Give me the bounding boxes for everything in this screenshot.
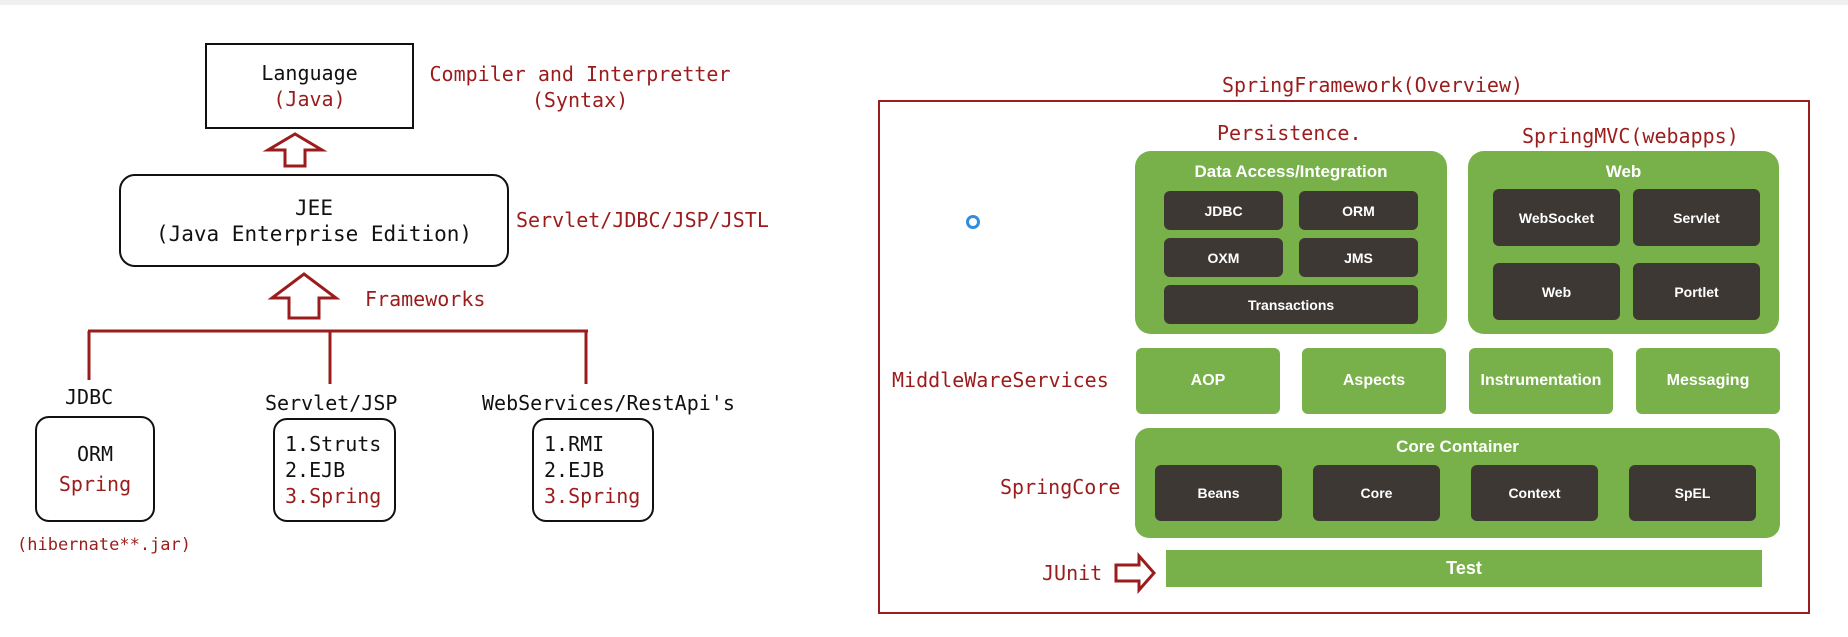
branch-servlet-box: 1.Struts 2.EJB 3.Spring: [273, 418, 396, 522]
jee-label: JEE: [295, 195, 333, 220]
hibernate-footnote: (hibernate**.jar): [17, 535, 191, 555]
module-core: Core: [1313, 465, 1440, 521]
branch-webservices-label: WebServices/RestApi's: [482, 391, 735, 415]
data-access-title: Data Access/Integration: [1194, 162, 1388, 181]
language-label: Language: [261, 61, 358, 85]
jee-note: Servlet/JDBC/JSP/JSTL: [516, 208, 769, 232]
arrow-up-icon: [262, 132, 328, 168]
persistence-label: Persistence.: [1217, 121, 1362, 145]
module-portlet: Portlet: [1633, 263, 1760, 320]
module-servlet: Servlet: [1633, 189, 1760, 246]
module-oxm: OXM: [1164, 238, 1283, 277]
branch-webservices-box: 1.RMI 2.EJB 3.Spring: [532, 418, 654, 522]
test-bar: Test: [1166, 550, 1762, 587]
junit-label: JUnit: [1042, 561, 1103, 585]
module-aspects: Aspects: [1302, 348, 1446, 414]
web-title: Web: [1605, 162, 1642, 181]
top-strip: [0, 0, 1848, 5]
arrow-right-icon: [1114, 552, 1157, 594]
list-item: 2.EJB: [544, 458, 605, 482]
spring-overview-frame: [878, 100, 1810, 614]
module-context: Context: [1471, 465, 1598, 521]
spring-overview-title: SpringFramework(Overview): [1222, 73, 1524, 97]
arrow-up-icon: [267, 272, 341, 320]
module-web: Web: [1493, 263, 1620, 320]
spring-item: Spring: [58, 472, 132, 496]
module-aop: AOP: [1136, 348, 1280, 414]
list-item: 3.Spring: [544, 484, 641, 508]
module-jdbc: JDBC: [1164, 191, 1283, 230]
module-beans: Beans: [1155, 465, 1282, 521]
branch-servlet-label: Servlet/JSP: [265, 391, 398, 415]
springmvc-label: SpringMVC(webapps): [1522, 124, 1739, 148]
list-item: 1.RMI: [544, 432, 605, 456]
web-panel: Web WebSocket Servlet Web Portlet: [1468, 151, 1779, 334]
list-item: 3.Spring: [285, 484, 382, 508]
frameworks-label: Frameworks: [365, 287, 486, 311]
orm-item: ORM: [76, 442, 114, 466]
branch-jdbc-label: JDBC: [65, 385, 114, 409]
module-messaging: Messaging: [1636, 348, 1780, 414]
language-box: Language (Java): [205, 43, 414, 129]
branch-jdbc-box: ORM Spring: [35, 416, 155, 522]
list-item: 2.EJB: [285, 458, 346, 482]
module-spel: SpEL: [1629, 465, 1756, 521]
compiler-note-line1: Compiler and Interpretter: [429, 62, 731, 86]
compiler-note-line2: (Syntax): [531, 88, 629, 112]
core-container-panel: Core Container Beans Core Context SpEL: [1135, 428, 1780, 538]
compiler-note: Compiler and Interpretter (Syntax): [415, 60, 745, 114]
list-item: 1.Struts: [285, 432, 382, 456]
module-instrumentation: Instrumentation: [1469, 348, 1613, 414]
jee-box: JEE (Java Enterprise Edition): [119, 174, 509, 267]
module-transactions: Transactions: [1164, 285, 1418, 324]
springcore-label: SpringCore: [1000, 475, 1121, 499]
jee-full-label: (Java Enterprise Edition): [155, 221, 473, 246]
module-orm: ORM: [1299, 191, 1418, 230]
middleware-label: MiddleWareServices: [892, 368, 1109, 392]
module-websocket: WebSocket: [1493, 189, 1620, 246]
core-container-title: Core Container: [1396, 437, 1519, 456]
java-label: (Java): [273, 87, 346, 111]
module-jms: JMS: [1299, 238, 1418, 277]
data-access-panel: Data Access/Integration JDBC ORM OXM JMS…: [1135, 151, 1447, 334]
mouse-cursor-icon: [966, 215, 980, 229]
